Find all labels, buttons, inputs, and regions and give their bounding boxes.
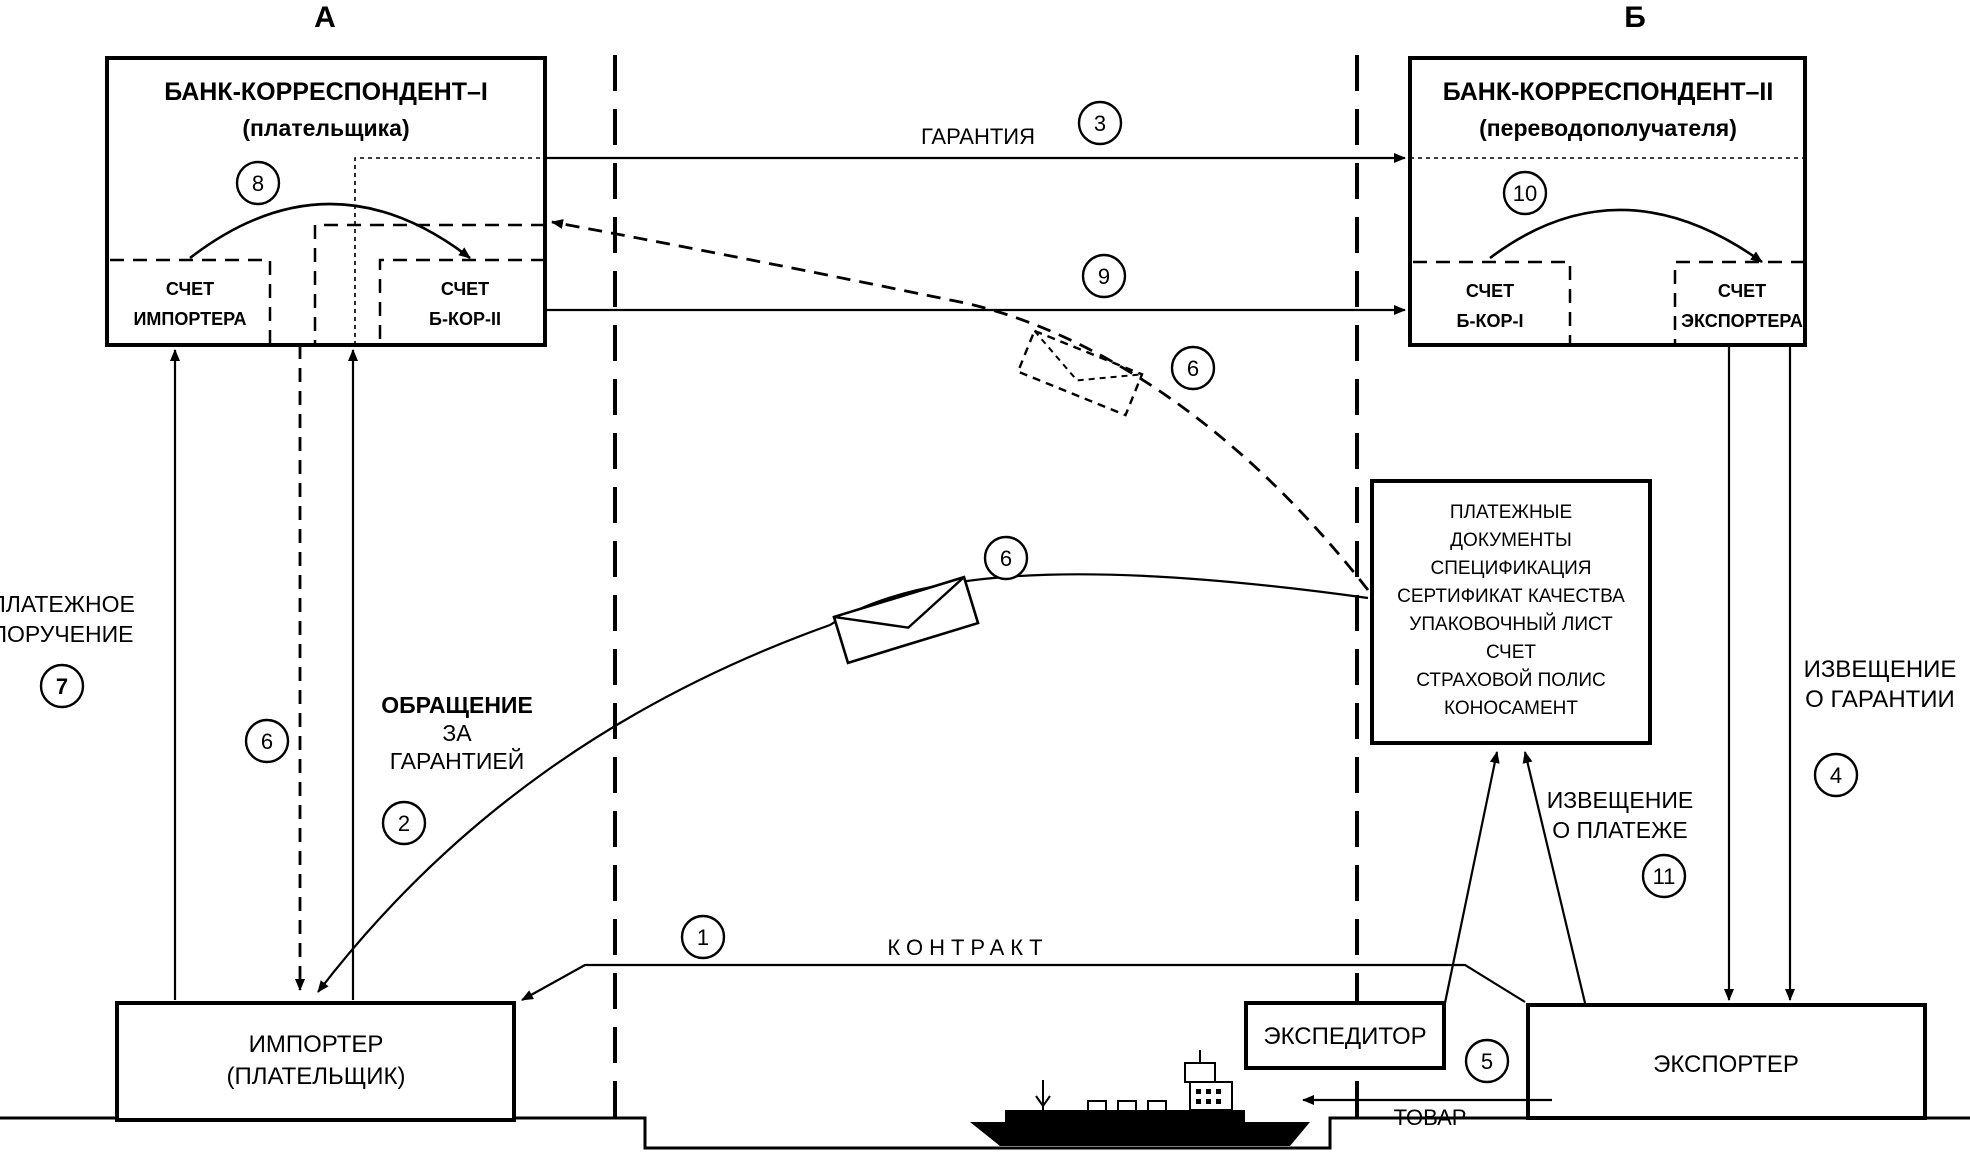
bank-1-account-bkor2-line1: СЧЕТ	[441, 279, 489, 299]
step-5-badge: 5	[1464, 1038, 1510, 1084]
documents-line5: УПАКОВОЧНЫЙ ЛИСТ	[1409, 613, 1613, 635]
step-10-badge: 10	[1502, 170, 1548, 216]
svg-text:4: 4	[1830, 763, 1842, 788]
bank-2-account-bkor1-line1: СЧЕТ	[1466, 281, 1514, 301]
documents-line3: СПЕЦИФИКАЦИЯ	[1430, 558, 1591, 579]
payment-notice-label-line2: О ПЛАТЕЖЕ	[1552, 817, 1687, 843]
exporter-label: ЭКСПОРТЕР	[1653, 1051, 1799, 1078]
importer-label-line1: ИМПОРТЕР	[249, 1031, 384, 1058]
exporter-box	[1526, 1003, 1927, 1120]
bank-2-accounts-divider	[1413, 260, 1805, 345]
envelope-icon	[832, 575, 980, 665]
svg-text:3: 3	[1094, 111, 1106, 136]
documents-box	[1370, 479, 1652, 745]
svg-text:6: 6	[1187, 356, 1199, 381]
step-1-badge: 1	[680, 914, 726, 960]
payment-order-label-line2: ПОРУЧЕНИЕ	[0, 621, 134, 647]
step-6-badge-importer: 6	[244, 718, 290, 764]
step-8-badge: 8	[235, 160, 281, 206]
bank-1-account-importer-line1: СЧЕТ	[166, 279, 214, 299]
bank-2-title: БАНК-КОРРЕСПОНДЕНТ–II	[1443, 78, 1774, 106]
svg-text:8: 8	[252, 171, 264, 196]
documents-line1: ПЛАТЕЖНЫЕ	[1450, 502, 1572, 523]
bank-correspondent-2-box	[1408, 56, 1807, 347]
step-2-badge: 2	[381, 800, 427, 846]
guarantee-notice-label-line1: ИЗВЕЩЕНИЕ	[1804, 656, 1957, 683]
bank-2-account-exporter-line2: ЭКСПОРТЕРА	[1681, 311, 1803, 331]
bank-1-title: БАНК-КОРРЕСПОНДЕНТ–I	[164, 78, 488, 106]
contract-label: КОНТРАКТ	[887, 935, 1048, 960]
svg-text:6: 6	[261, 729, 273, 754]
importer-box	[115, 1001, 516, 1122]
documents-line2: ДОКУМЕНТЫ	[1450, 530, 1572, 551]
bank-1-account-bkor2-line2: Б-КОР-II	[429, 309, 501, 329]
step-3-badge: 3	[1077, 100, 1123, 146]
svg-text:11: 11	[1653, 864, 1676, 889]
svg-text:2: 2	[398, 811, 410, 836]
payment-order-label-line1: ПЛАТЕЖНОЕ	[0, 591, 135, 617]
documents-line6: СЧЕТ	[1486, 642, 1536, 663]
step-4-badge: 4	[1813, 752, 1859, 798]
envelope-dashed-icon	[1016, 329, 1144, 417]
transfer-arrow-8	[189, 202, 471, 260]
guarantee-request-label-line1: ОБРАЩЕНИЕ	[381, 692, 533, 718]
documents-to-importer-arc	[317, 573, 1369, 993]
forwarder-label: ЭКСПЕДИТОР	[1263, 1023, 1426, 1050]
forwarder-to-documents-arrow	[1443, 751, 1500, 1004]
step-6-badge-envelope: 6	[983, 535, 1029, 581]
forwarder-box	[1244, 1001, 1446, 1070]
documents-line7: СТРАХОВОЙ ПОЛИС	[1416, 669, 1605, 691]
exporter-to-documents-arrow	[1522, 751, 1587, 1004]
guarantee-notice-label-line2: О ГАРАНТИИ	[1805, 686, 1955, 713]
svg-text:10: 10	[1513, 181, 1537, 206]
bank-1-accounts-divider	[110, 258, 545, 345]
step-6-badge-dashed: 6	[1170, 345, 1216, 391]
importer-label-line2: (ПЛАТЕЛЬЩИК)	[226, 1063, 405, 1090]
guarantee-request-label-line3: ГАРАНТИЕЙ	[390, 747, 524, 774]
svg-text:6: 6	[1000, 546, 1012, 571]
svg-text:5: 5	[1481, 1049, 1493, 1074]
bank-1-account-importer-line2: ИМПОРТЕРА	[133, 309, 246, 329]
documents-line4: СЕРТИФИКАТ КАЧЕСТВА	[1397, 586, 1625, 607]
step-7-badge: 7	[39, 663, 85, 709]
goods-label: ТОВАР	[1394, 1105, 1467, 1130]
svg-text:1: 1	[697, 925, 709, 950]
documents-to-bank1-dashed	[551, 219, 1370, 591]
payment-notice-label-line1: ИЗВЕЩЕНИЕ	[1547, 787, 1694, 813]
bank-2-account-exporter-line1: СЧЕТ	[1718, 281, 1766, 301]
bank-2-account-bkor1-line2: Б-КОР-I	[1457, 311, 1524, 331]
contract-arrow	[521, 963, 1526, 1003]
bank-2-subtitle: (переводополучателя)	[1479, 115, 1737, 141]
svg-text:7: 7	[56, 674, 68, 699]
bank-correspondent-1-box	[105, 56, 547, 347]
ship-icon	[970, 1050, 1310, 1146]
transfer-arrow-10	[1489, 208, 1763, 264]
step-11-badge: 11	[1641, 853, 1687, 899]
ground-line	[0, 1116, 1970, 1150]
bank-1-documents-dashed	[313, 223, 545, 345]
documents-line8: КОНОСАМЕНТ	[1444, 698, 1578, 719]
guarantee-request-label-line2: ЗА	[442, 720, 472, 746]
bank-1-subtitle: (плательщика)	[242, 115, 409, 141]
step-9-badge: 9	[1081, 253, 1127, 299]
svg-text:9: 9	[1098, 264, 1110, 289]
bank-2-internal-dotted	[1410, 157, 1806, 262]
bank-1-internal-dotted	[354, 157, 545, 345]
side-a-label: А	[314, 1, 336, 34]
side-b-label: Б	[1624, 1, 1646, 34]
guarantee-label: ГАРАНТИЯ	[921, 124, 1035, 149]
